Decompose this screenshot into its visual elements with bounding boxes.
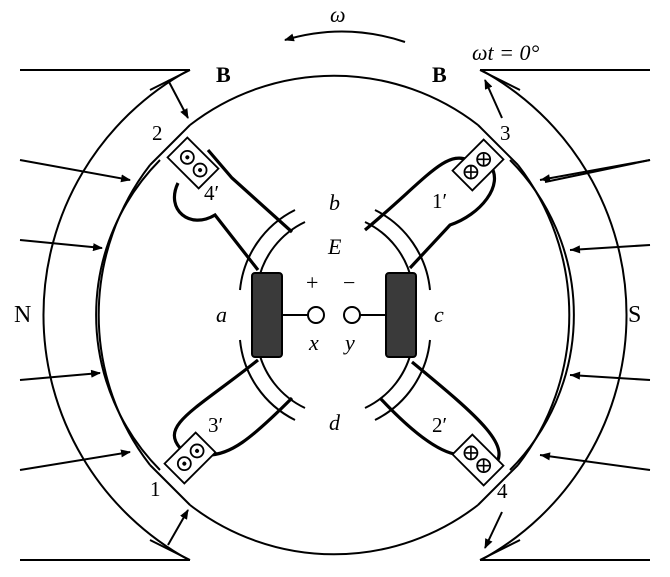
coil-label-3p: 3′ xyxy=(208,413,223,437)
field-label-right: B xyxy=(432,62,447,87)
coil-wires xyxy=(172,148,501,470)
coil-label-2: 2 xyxy=(152,121,163,145)
plus-label: + xyxy=(306,270,318,295)
terminal-y xyxy=(343,306,361,324)
segment-label-c: c xyxy=(434,302,444,327)
commutator xyxy=(239,209,431,421)
slot-lower-left xyxy=(163,431,217,485)
omega-label: ω xyxy=(330,2,346,27)
coil-label-3: 3 xyxy=(500,121,511,145)
slot-upper-right xyxy=(451,138,505,192)
segment-label-b: b xyxy=(329,190,340,215)
segment-label-a: a xyxy=(216,302,227,327)
minus-label: − xyxy=(343,270,355,295)
field-arrowhead-south xyxy=(570,245,581,254)
pole-label-north: N xyxy=(14,302,31,328)
field-arrowhead-south xyxy=(570,371,581,380)
terminal-y-label: y xyxy=(343,330,355,355)
terminal-x-label: x xyxy=(308,330,319,355)
coil-label-2p: 2′ xyxy=(432,413,447,437)
coil-label-4p: 4′ xyxy=(204,181,219,205)
brush-left xyxy=(251,272,283,358)
slot-upper-left xyxy=(166,136,220,190)
coil-label-4: 4 xyxy=(497,479,508,503)
field-arrowhead-south xyxy=(540,174,551,183)
terminal-x xyxy=(307,306,325,324)
segment-label-d: d xyxy=(329,410,341,435)
omega-t-label: ωt = 0° xyxy=(472,40,539,65)
field-arrows-north xyxy=(19,79,189,546)
pole-label-south: S xyxy=(628,302,641,328)
rotation-arrow xyxy=(284,30,406,43)
emf-label: E xyxy=(327,234,342,259)
north-pole-face xyxy=(20,69,191,561)
slot-lower-right xyxy=(451,433,505,487)
coil-label-1p: 1′ xyxy=(432,189,447,213)
brush-right xyxy=(385,272,417,358)
field-arrows-south xyxy=(484,79,651,549)
field-label-left: B xyxy=(216,62,231,87)
field-arrowhead-south xyxy=(540,452,551,461)
coil-label-1: 1 xyxy=(150,477,161,501)
rotor xyxy=(97,74,571,556)
